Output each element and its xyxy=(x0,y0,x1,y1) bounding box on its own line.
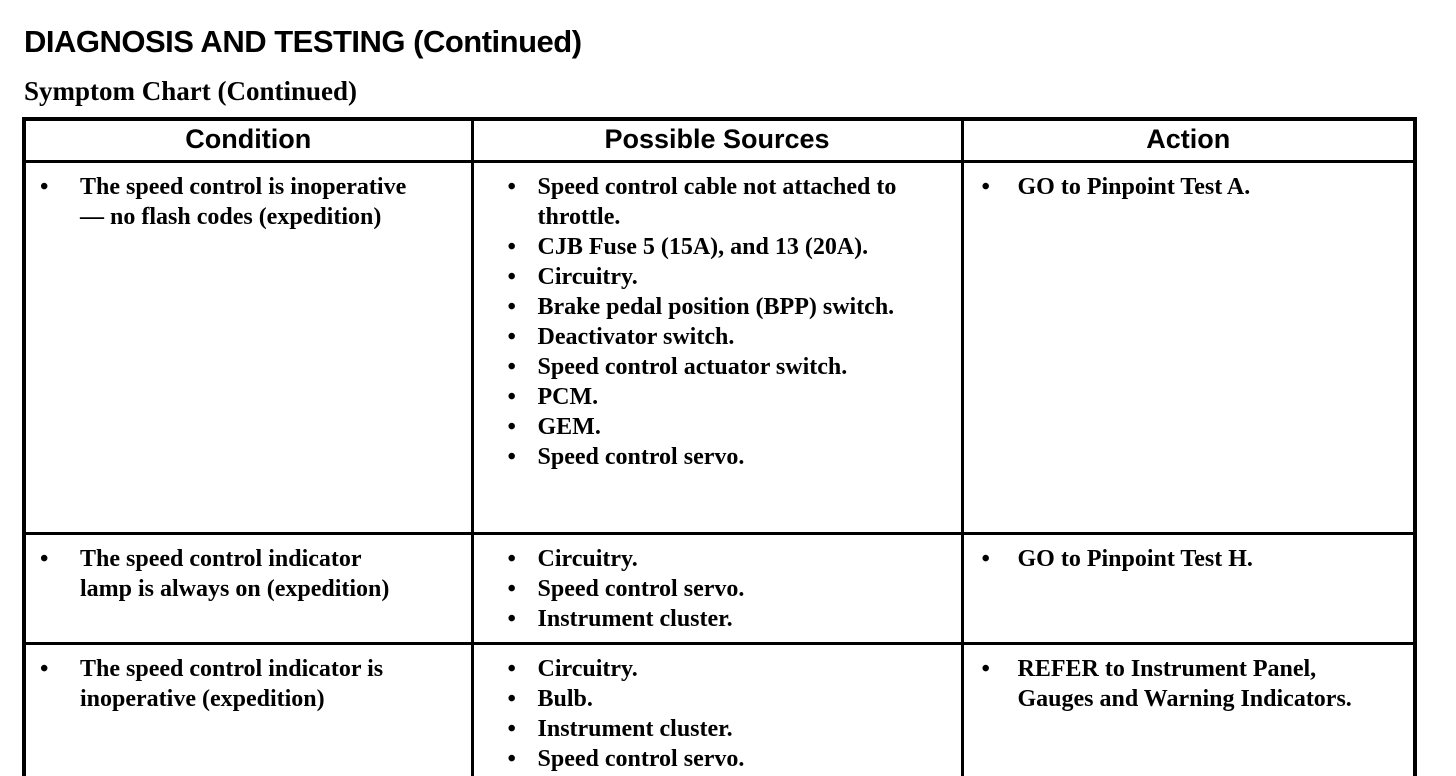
source-text: Deactivator switch. xyxy=(537,324,735,350)
bullet-icon: • xyxy=(507,746,516,772)
list-item: • Circuitry. xyxy=(508,544,943,574)
list-item: • Bulb. xyxy=(508,684,943,714)
source-text: Speed control actuator switch. xyxy=(537,354,848,380)
condition-text: The speed control indicator lamp is alwa… xyxy=(80,546,390,602)
list-item: • PCM. xyxy=(508,382,943,412)
source-text: GEM. xyxy=(537,414,601,440)
bullet-icon: • xyxy=(507,414,516,440)
action-cell: • GO to Pinpoint Test H. xyxy=(960,532,1417,645)
list-item: • Deactivator switch. xyxy=(508,322,943,352)
source-text: Brake pedal position (BPP) switch. xyxy=(537,294,895,320)
column-header-condition: Condition xyxy=(22,117,474,163)
list-item: • REFER to Instrument Panel, Gauges and … xyxy=(982,654,1354,714)
bullet-icon: • xyxy=(40,546,49,572)
source-text: PCM. xyxy=(537,384,599,410)
list-item: • The speed control is inoperative — no … xyxy=(40,172,415,232)
list-item: • GEM. xyxy=(508,412,943,442)
bullet-icon: • xyxy=(507,656,516,682)
list-item: • Speed control servo. xyxy=(508,442,943,472)
list-item: • Speed control actuator switch. xyxy=(508,352,943,382)
bullet-icon: • xyxy=(507,606,516,632)
source-text: Speed control servo. xyxy=(537,746,745,772)
condition-text: The speed control is inoperative — no fl… xyxy=(80,174,407,230)
action-cell: • GO to Pinpoint Test A. xyxy=(960,160,1417,535)
bullet-icon: • xyxy=(507,444,516,470)
table-row: • The speed control indicator is inopera… xyxy=(22,642,1417,776)
list-item: • Speed control cable not attached to thr… xyxy=(508,172,943,232)
list-item: • GO to Pinpoint Test A. xyxy=(982,172,1354,202)
source-text: Speed control servo. xyxy=(537,576,745,602)
bullet-icon: • xyxy=(507,686,516,712)
bullet-icon: • xyxy=(981,656,990,682)
action-text: GO to Pinpoint Test A. xyxy=(1017,174,1251,200)
bullet-icon: • xyxy=(507,546,516,572)
list-item: • Instrument cluster. xyxy=(508,604,943,634)
bullet-icon: • xyxy=(507,716,516,742)
action-text: GO to Pinpoint Test H. xyxy=(1017,546,1253,572)
source-text: Instrument cluster. xyxy=(537,606,733,632)
section-subtitle: Symptom Chart (Continued) xyxy=(24,76,358,106)
bullet-icon: • xyxy=(507,576,516,602)
possible-sources-cell: • Speed control cable not attached to thr… xyxy=(470,160,964,535)
possible-sources-cell: •Circuitry. •Bulb. •Instrument cluster. … xyxy=(470,642,964,776)
source-text: Circuitry. xyxy=(537,656,638,682)
bullet-icon: • xyxy=(507,294,516,320)
page-title: DIAGNOSIS AND TESTING (Continued) xyxy=(24,24,582,59)
list-item: • Speed control servo. xyxy=(508,574,943,604)
source-text: Circuitry. xyxy=(537,264,638,290)
list-item: • The speed control indicator is inopera… xyxy=(40,654,415,714)
source-text: Speed control cable not attached to thro… xyxy=(537,174,897,230)
table-row: • The speed control is inoperative — no … xyxy=(22,160,1417,535)
bullet-icon: • xyxy=(507,264,516,290)
list-item: • CJB Fuse 5 (15A), and 13 (20A). xyxy=(508,232,943,262)
possible-sources-cell: • Circuitry. • Speed control servo. • Instr… xyxy=(470,532,964,645)
condition-cell: • The speed control indicator is inopera… xyxy=(22,642,474,776)
symptom-chart-table: Condition Possible Sources Action • The … xyxy=(22,117,1417,776)
condition-text: The speed control indicator is inoperati… xyxy=(80,656,384,712)
column-header-possible-sources: Possible Sources xyxy=(470,117,964,163)
bullet-icon: • xyxy=(507,384,516,410)
bullet-icon: • xyxy=(507,354,516,380)
source-text: Bulb. xyxy=(537,686,593,712)
condition-cell: • The speed control indicator lamp is al… xyxy=(22,532,474,645)
source-text: Instrument cluster. xyxy=(537,716,733,742)
list-item: • Brake pedal position (BPP) switch. xyxy=(508,292,943,322)
list-item: • Speed control servo. xyxy=(508,744,943,774)
list-item: • Circuitry. xyxy=(508,654,943,684)
bullet-icon: • xyxy=(40,656,49,682)
bullet-icon: • xyxy=(507,234,516,260)
list-item: • Circuitry. xyxy=(508,262,943,292)
action-cell: • REFER to Instrument Panel, Gauges and … xyxy=(960,642,1417,776)
bullet-icon: • xyxy=(507,324,516,350)
source-text: Circuitry. xyxy=(537,546,638,572)
column-header-action: Action xyxy=(960,117,1417,163)
bullet-icon: • xyxy=(40,174,49,200)
list-item: • GO to Pinpoint Test H. xyxy=(982,544,1354,574)
list-item: • Instrument cluster. xyxy=(508,714,943,744)
bullet-icon: • xyxy=(507,174,516,200)
bullet-icon: • xyxy=(981,546,990,572)
source-text: Speed control servo. xyxy=(537,444,745,470)
condition-cell: • The speed control is inoperative — no … xyxy=(22,160,474,535)
header-row: Condition Possible Sources Action xyxy=(22,117,1417,163)
bullet-icon: • xyxy=(981,174,990,200)
source-text: CJB Fuse 5 (15A), and 13 (20A). xyxy=(537,234,869,260)
list-item: • The speed control indicator lamp is al… xyxy=(40,544,415,604)
action-text: REFER to Instrument Panel, Gauges and Wa… xyxy=(1017,656,1352,712)
table-row: • The speed control indicator lamp is al… xyxy=(22,532,1417,645)
